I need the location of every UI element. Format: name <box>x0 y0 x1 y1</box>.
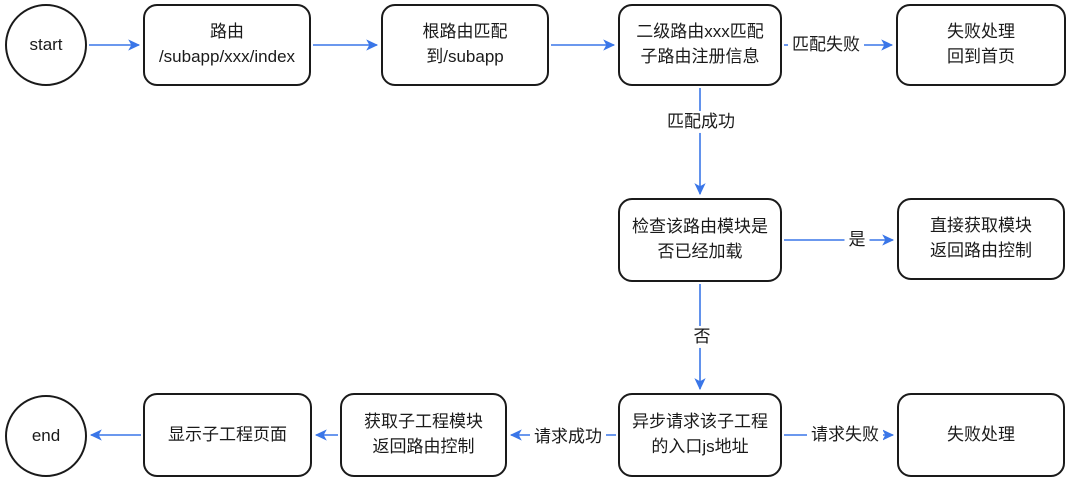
node-async-request: 异步请求该子工程 的入口js地址 <box>618 393 782 477</box>
edge-label-no: 否 <box>689 325 715 349</box>
node-root-match: 根路由匹配 到/subapp <box>381 4 549 86</box>
node-sub-match: 二级路由xxx匹配 子路由注册信息 <box>618 4 782 86</box>
node-direct-get: 直接获取模块 返回路由控制 <box>897 198 1065 280</box>
node-fail: 失败处理 <box>897 393 1065 477</box>
node-check-loaded-label: 检查该路由模块是 否已经加载 <box>632 217 768 261</box>
edge-label-request-fail: 请求失败 <box>807 423 883 447</box>
node-direct-get-label: 直接获取模块 返回路由控制 <box>930 216 1032 260</box>
node-end-label: end <box>31 425 61 445</box>
node-show-page: 显示子工程页面 <box>143 393 312 477</box>
node-route: 路由 /subapp/xxx/index <box>143 4 311 86</box>
edge-label-request-success: 请求成功 <box>530 425 606 449</box>
node-sub-match-label: 二级路由xxx匹配 子路由注册信息 <box>636 22 764 66</box>
node-end: end <box>5 395 87 477</box>
node-route-label: 路由 /subapp/xxx/index <box>158 22 296 66</box>
node-async-request-label: 异步请求该子工程 的入口js地址 <box>632 412 768 456</box>
node-root-match-label: 根路由匹配 到/subapp <box>422 22 508 66</box>
edge-label-match-success: 匹配成功 <box>663 110 739 134</box>
node-show-page-label: 显示子工程页面 <box>168 424 287 444</box>
node-fail-home-label: 失败处理 回到首页 <box>947 22 1015 66</box>
node-get-module: 获取子工程模块 返回路由控制 <box>340 393 507 477</box>
node-get-module-label: 获取子工程模块 返回路由控制 <box>364 412 483 456</box>
node-start-label: start <box>29 34 63 54</box>
edge-label-match-fail: 匹配失败 <box>788 33 864 57</box>
node-fail-home: 失败处理 回到首页 <box>896 4 1066 86</box>
node-start: start <box>5 4 87 86</box>
node-check-loaded: 检查该路由模块是 否已经加载 <box>618 198 782 282</box>
edge-label-yes: 是 <box>844 228 870 252</box>
node-fail-label: 失败处理 <box>947 424 1015 444</box>
